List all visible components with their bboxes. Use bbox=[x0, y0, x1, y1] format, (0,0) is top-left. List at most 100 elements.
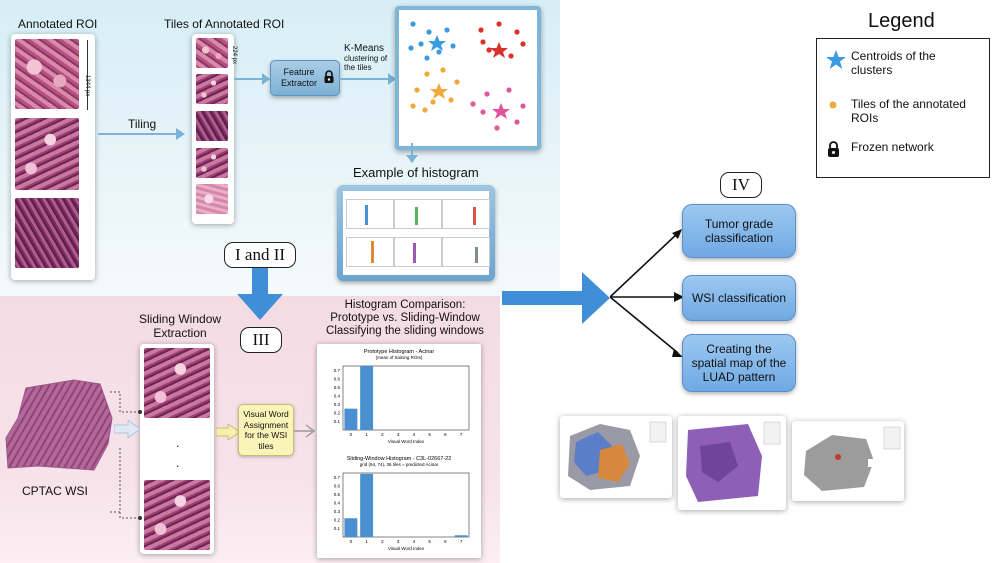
prototype-histogram-ytick-2: 0.3 bbox=[334, 402, 341, 407]
feature-extractor-line1: Feature bbox=[283, 67, 315, 77]
pink-cluster bbox=[470, 87, 526, 131]
tile-size-label: 224 px bbox=[231, 46, 237, 65]
tiles-to-extractor-arrow-head bbox=[262, 73, 270, 85]
sliding-window-histogram-xtick-0: 0 bbox=[350, 539, 353, 544]
legend-item-frozen: Frozen network bbox=[825, 140, 934, 158]
prototype-histogram-ytick-0: 0.1 bbox=[334, 419, 341, 424]
legend-centroids-line2: clusters bbox=[851, 63, 893, 77]
comparison-line3: Classifying the sliding windows bbox=[326, 325, 484, 337]
tumor-grade-classification-box: Tumor grade classification bbox=[682, 204, 796, 258]
tile-image-4 bbox=[196, 148, 228, 178]
sliding-window-histogram-xtick-7: 7 bbox=[460, 539, 463, 544]
tiling-label: Tiling bbox=[128, 117, 157, 131]
extractor-to-kmeans-arrow-head bbox=[388, 73, 396, 85]
wsi-classification-box: WSI classification bbox=[682, 275, 796, 321]
mini-chart-6 bbox=[442, 237, 490, 267]
prototype-histogram-xtick-6: 6 bbox=[444, 432, 447, 437]
kmeans-line1: K-Means bbox=[344, 43, 385, 54]
sliding-window-histogram-xlabel: Visual Word Index bbox=[388, 546, 425, 551]
sliding-window-histogram-title: Sliding-Window Histogram - C3L-02667-22 bbox=[347, 456, 452, 462]
tile-image-1 bbox=[196, 38, 228, 68]
wsi-to-window-arrow bbox=[114, 420, 140, 438]
sliding-window-histogram-ytick-6: 0.7 bbox=[334, 475, 341, 480]
tile-image-5 bbox=[196, 184, 228, 214]
sliding-window-histogram-xtick-3: 3 bbox=[397, 539, 400, 544]
tiles-title: Tiles of Annotated ROI bbox=[164, 17, 285, 31]
window-image-2 bbox=[144, 480, 210, 550]
tile-image-2 bbox=[196, 74, 228, 104]
legend-title: Legend bbox=[868, 10, 935, 32]
prototype-histogram-xtick-0: 0 bbox=[350, 432, 353, 437]
tiles-card bbox=[192, 34, 234, 224]
mini-chart-1 bbox=[346, 199, 394, 229]
prototype-histogram-xtick-3: 3 bbox=[397, 432, 400, 437]
example-histogram-title: Example of histogram bbox=[353, 165, 479, 180]
kmeans-label: K-Means clustering of the tiles bbox=[344, 43, 388, 73]
sliding-window-histogram-bar-0 bbox=[344, 518, 358, 537]
wsi-connector-lines bbox=[110, 391, 142, 520]
example-histogram-grid bbox=[343, 191, 490, 275]
visual-word-line4: tiles bbox=[258, 440, 274, 451]
annotated-roi-title: Annotated ROI bbox=[18, 17, 98, 31]
spatial-map-2-image bbox=[686, 421, 781, 502]
tiles-to-extractor-arrow bbox=[234, 78, 264, 80]
visual-word-assignment-box: Visual Word Assignment for the WSI tiles bbox=[238, 404, 294, 456]
orange-cluster bbox=[410, 67, 460, 113]
tiling-arrow-head bbox=[176, 128, 185, 140]
spatial-map-thumbnail-2 bbox=[678, 416, 786, 510]
spatial-line2: spatial map of the bbox=[691, 356, 787, 370]
sliding-window-histogram-ytick-5: 0.6 bbox=[334, 483, 341, 488]
prototype-histogram-ytick-1: 0.2 bbox=[334, 410, 341, 415]
sliding-window-histogram-xtick-6: 6 bbox=[444, 539, 447, 544]
legend-frozen-label: Frozen network bbox=[851, 140, 934, 154]
sliding-window-histogram-xtick-5: 5 bbox=[428, 539, 431, 544]
legend-tiles-line2: ROIs bbox=[851, 111, 879, 125]
spatial-map-3-image bbox=[804, 426, 901, 491]
roi-size-line bbox=[87, 40, 88, 110]
roi-image-3 bbox=[15, 198, 79, 268]
sliding-window-card: . . bbox=[140, 344, 214, 554]
visual-word-line2: Assignment bbox=[243, 419, 289, 430]
feature-extractor-line2: Extractor bbox=[280, 78, 317, 88]
sliding-window-histogram-ytick-1: 0.2 bbox=[334, 517, 341, 522]
prototype-histogram-xtick-1: 1 bbox=[365, 432, 368, 437]
kmeans-line2: clustering of bbox=[344, 54, 388, 63]
window-to-visual-word-arrow bbox=[216, 424, 240, 440]
wsi-classification-label: WSI classification bbox=[691, 291, 787, 305]
sliding-line1: Sliding Window bbox=[139, 312, 222, 326]
stage-label-4: IV bbox=[720, 172, 762, 198]
comparison-line2: Prototype vs. Sliding-Window bbox=[330, 312, 480, 324]
legend-tiles-line1: Tiles of the annotated bbox=[851, 97, 966, 111]
prototype-histogram-frame bbox=[342, 365, 470, 431]
extractor-to-kmeans-arrow bbox=[338, 78, 390, 80]
stage-down-arrow bbox=[237, 268, 283, 320]
sliding-window-histogram-xtick-1: 1 bbox=[365, 539, 368, 544]
feature-extractor-box: Feature Extractor bbox=[270, 60, 340, 96]
sliding-window-histogram-frame bbox=[342, 472, 470, 538]
prototype-histogram-title: Prototype Histogram - Acinar bbox=[364, 349, 434, 355]
sliding-window-histogram-xtick-4: 4 bbox=[413, 539, 416, 544]
histogram-comparison-title: Histogram Comparison: Prototype vs. Slid… bbox=[320, 299, 490, 338]
stage-label-3: III bbox=[240, 327, 282, 353]
prototype-histogram-chart: Prototype Histogram - Acinar(mean of tra… bbox=[334, 349, 470, 444]
prototype-histogram-xtick-4: 4 bbox=[413, 432, 416, 437]
roi-image-1 bbox=[15, 39, 79, 109]
prototype-histogram-xlabel: Visual Word Index bbox=[388, 439, 425, 444]
annotated-roi-card bbox=[11, 34, 95, 280]
main-right-arrow bbox=[502, 272, 610, 324]
tumor-grade-line1: Tumor grade bbox=[704, 217, 774, 231]
tiling-arrow-line bbox=[98, 133, 178, 135]
prototype-histogram-bar-1 bbox=[360, 366, 374, 430]
window-image-1 bbox=[144, 348, 210, 418]
spatial-map-thumbnail-1 bbox=[560, 416, 672, 498]
mini-chart-5 bbox=[394, 237, 442, 267]
prototype-histogram-xtick-2: 2 bbox=[381, 432, 384, 437]
dots-1: . bbox=[176, 436, 180, 450]
prototype-histogram-xtick-7: 7 bbox=[460, 432, 463, 437]
mini-chart-2 bbox=[394, 199, 442, 229]
prototype-histogram-ytick-4: 0.5 bbox=[334, 385, 341, 390]
spatial-line1: Creating the bbox=[706, 342, 772, 356]
histogram-comparison-card: Prototype Histogram - Acinar(mean of tra… bbox=[317, 344, 481, 558]
lock-icon bbox=[324, 70, 334, 83]
sliding-window-histogram-ytick-0: 0.1 bbox=[334, 526, 341, 531]
